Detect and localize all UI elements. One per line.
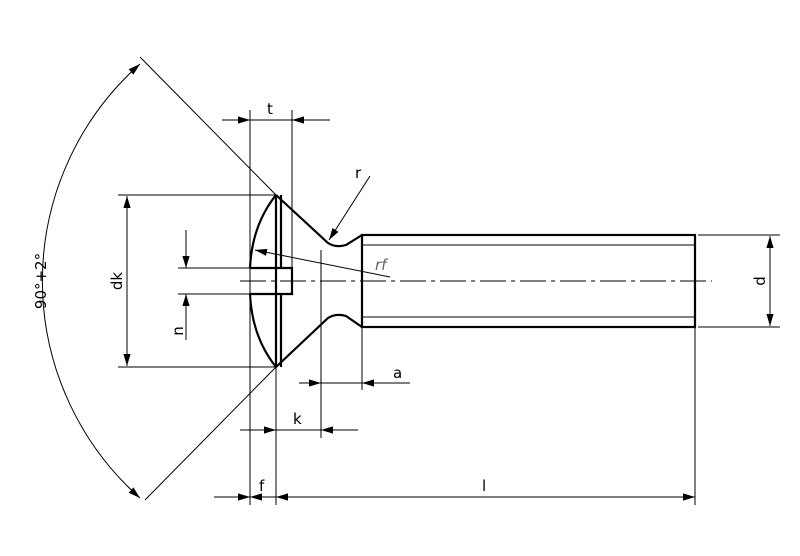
dimension-a: a <box>299 364 410 387</box>
dimension-t: t <box>222 100 330 124</box>
label-f: f <box>259 477 265 495</box>
label-dk: dk <box>108 272 126 291</box>
label-rf: rf <box>375 256 389 274</box>
countersunk-cone <box>275 194 363 368</box>
label-d: d <box>751 276 769 286</box>
head-dome <box>248 194 277 368</box>
label-r: r <box>355 164 362 182</box>
dimension-dk: dk <box>108 196 131 366</box>
dimension-d: d <box>751 236 774 326</box>
label-t: t <box>267 100 273 118</box>
leader-rf: rf <box>254 248 391 278</box>
label-a: a <box>393 364 402 382</box>
dimension-n: n <box>169 230 190 340</box>
leader-r: r <box>328 164 371 241</box>
label-n: n <box>169 326 187 336</box>
dimension-f-l: f l <box>214 477 695 501</box>
dimension-angle: 90°+2° <box>32 63 141 499</box>
dimension-k: k <box>240 410 358 434</box>
label-angle: 90°+2° <box>32 253 50 309</box>
label-l: l <box>482 477 486 495</box>
label-k: k <box>293 410 302 428</box>
